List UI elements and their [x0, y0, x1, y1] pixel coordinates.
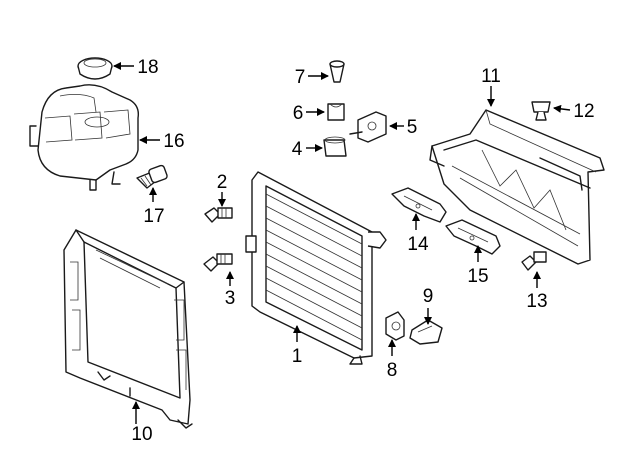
callout-7: 7 — [295, 67, 306, 88]
leader-12 — [553, 104, 571, 113]
callout-6: 6 — [293, 103, 304, 124]
radiator-shroud — [63, 229, 193, 429]
callout-3: 3 — [225, 288, 236, 309]
callout-16: 16 — [163, 131, 184, 152]
callout-17: 17 — [143, 206, 164, 227]
deflector-bolt — [521, 251, 547, 271]
lower-bracket — [445, 219, 501, 255]
insulator-mount — [385, 311, 405, 341]
reservoir-cap — [77, 57, 113, 80]
callout-11: 11 — [481, 66, 501, 87]
callout-labels: 1 2 3 4 5 6 7 8 9 10 11 12 13 14 15 16 1… — [131, 57, 594, 445]
callout-14: 14 — [407, 234, 429, 255]
callout-1: 1 — [292, 346, 303, 367]
callout-18: 18 — [137, 57, 158, 78]
callout-12: 12 — [573, 101, 594, 122]
callout-15: 15 — [467, 266, 488, 287]
coolant-reservoir — [29, 84, 140, 191]
bolt-upper — [204, 207, 233, 223]
upper-bracket — [391, 187, 447, 223]
callout-4: 4 — [292, 139, 303, 160]
callout-2: 2 — [217, 172, 228, 193]
callout-13: 13 — [526, 291, 547, 312]
push-clip — [531, 101, 551, 121]
bushing-small — [327, 103, 345, 121]
pin — [329, 60, 345, 83]
air-deflector — [429, 109, 605, 265]
retainer-bracket — [409, 319, 443, 345]
bolt-lower — [203, 253, 233, 272]
hose-fitting — [136, 164, 168, 189]
callout-10: 10 — [131, 424, 152, 445]
mounting-bracket — [349, 111, 387, 143]
mount-grommet — [323, 136, 347, 157]
callout-9: 9 — [423, 286, 434, 307]
callout-8: 8 — [387, 360, 398, 381]
radiator-core — [245, 171, 387, 365]
callout-5: 5 — [407, 117, 418, 138]
leader-lines — [113, 62, 571, 424]
